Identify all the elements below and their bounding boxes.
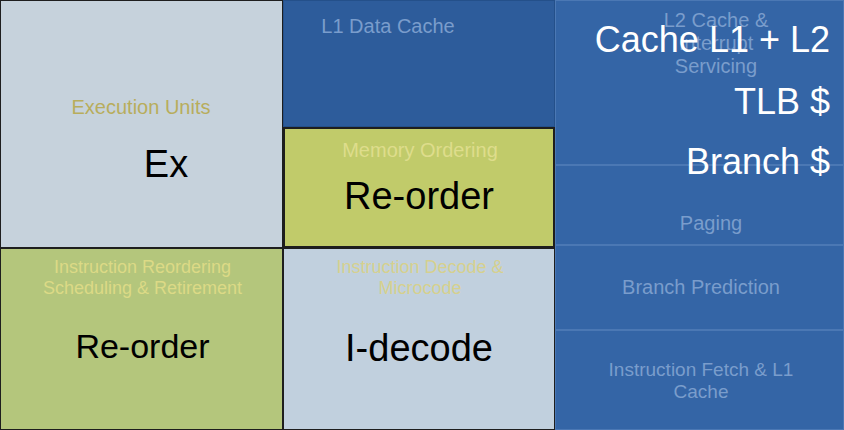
overlay-label: Branch $ (686, 142, 830, 182)
floorplan-region: Instruction Reordering Scheduling & Reti… (0, 248, 283, 430)
floorplan-region: Branch Prediction (555, 245, 844, 330)
die-region-name: Instruction Fetch & L1 Cache (606, 359, 796, 403)
overlay-label: Cache L1 + L2 (595, 20, 830, 60)
die-region-name: Memory Ordering (305, 139, 535, 162)
die-region-name: Instruction Reordering Scheduling & Reti… (21, 257, 264, 298)
floorplan-region: Instruction Fetch & L1 Cache (555, 330, 844, 430)
region-label: Re-order (1, 327, 284, 366)
floorplan-region: L1 Data Cache (283, 0, 555, 127)
die-region-name: Instruction Decode & Microcode (314, 257, 526, 298)
region-label: I-decode (284, 327, 554, 371)
floorplan-region: Memory OrderingRe-order (283, 127, 555, 248)
die-region-name: Execution Units (31, 96, 251, 119)
die-region-name: Branch Prediction (586, 276, 816, 299)
overlay-label: TLB $ (734, 82, 830, 122)
die-region-name: L1 Data Cache (298, 15, 478, 38)
region-label: Ex (106, 143, 226, 187)
floorplan-region: Instruction Decode & MicrocodeI-decode (283, 248, 555, 430)
floorplan-region: Execution UnitsEx (0, 0, 283, 248)
die-region-name: Paging (646, 212, 776, 235)
region-label: Re-order (285, 175, 553, 219)
